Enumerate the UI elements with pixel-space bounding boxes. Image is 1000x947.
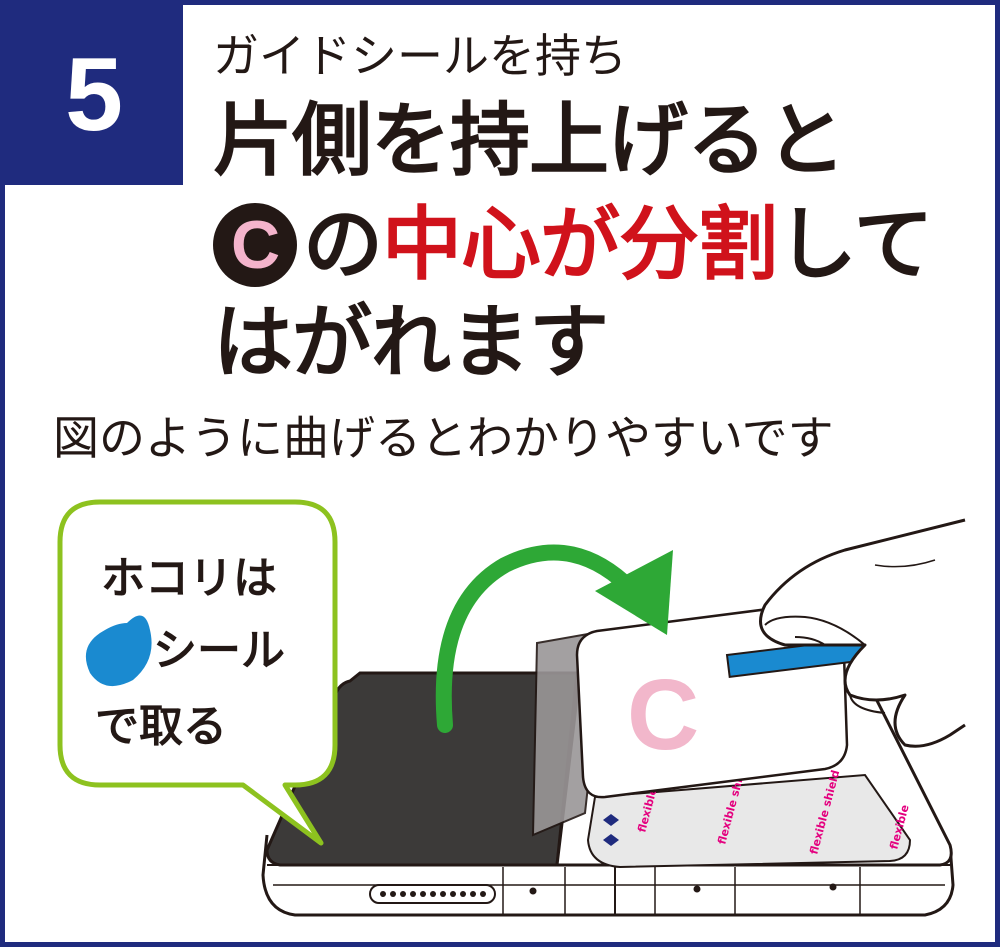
headline-line-3: はがれます	[213, 296, 609, 389]
headline-particle: の	[303, 198, 383, 291]
headline-rest: して	[777, 198, 934, 291]
bubble-line-2: シール	[153, 625, 285, 676]
hand-outline	[759, 518, 966, 748]
protective-sheet-base	[586, 773, 912, 869]
bubble-line-1: ホコリは	[101, 553, 277, 604]
headline-line-2: C の 中心が分割 して	[213, 198, 934, 291]
dust-seal-icon	[85, 615, 152, 687]
hint-note: 図のように曲げるとわかりやすいです	[53, 411, 834, 465]
sheet-c-label: C	[627, 659, 700, 771]
phone-screen	[265, 671, 579, 867]
phone-peeling-illustration: flexible shield flexible shield flexible…	[57, 499, 966, 917]
step-number-badge: 5	[5, 5, 183, 185]
bubble-line-3: で取る	[95, 701, 227, 752]
c-circle-icon: C	[213, 203, 297, 287]
headline-accent: 中心が分割	[382, 198, 778, 291]
speech-bubble	[57, 499, 338, 846]
headline-line-1: 片側を持上げると	[213, 94, 846, 187]
peel-direction-arrow	[435, 544, 643, 733]
instruction-subtitle: ガイドシールを持ち	[213, 29, 627, 83]
